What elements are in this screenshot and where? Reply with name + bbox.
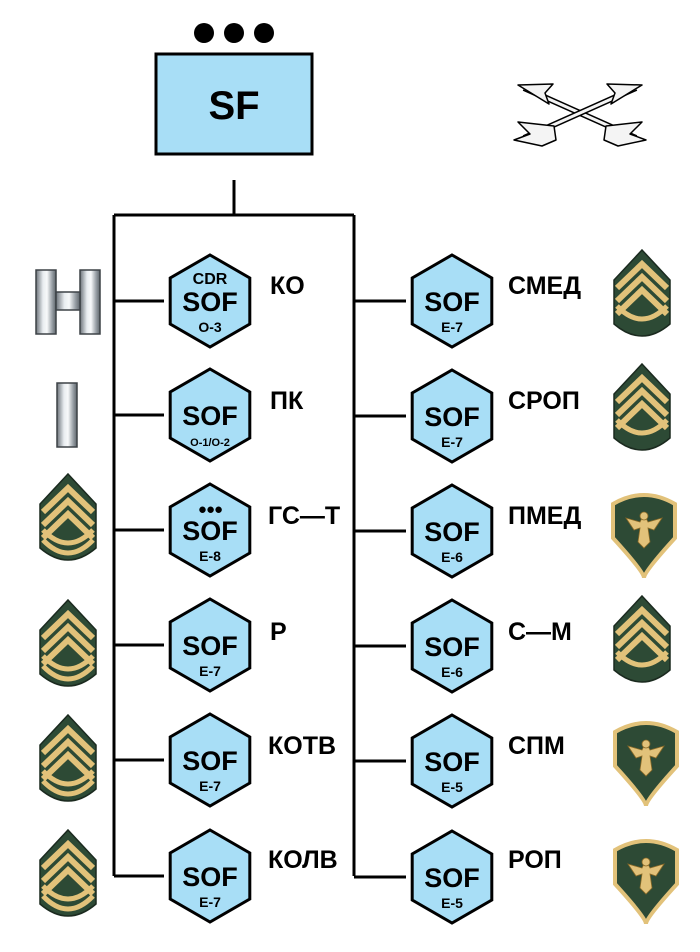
connector-lines xyxy=(112,180,406,879)
hex-code: SOF xyxy=(182,862,238,892)
sergeant-first-class-chevron-icon xyxy=(613,248,671,337)
sergeant-first-class-chevron-icon xyxy=(613,362,671,451)
hex-code: SOF xyxy=(424,402,480,432)
master-sergeant-chevron-icon xyxy=(39,472,97,561)
hex-grade: E-5 xyxy=(441,779,463,795)
sergeant-first-class-chevron-icon xyxy=(39,828,97,917)
right-role-4: СПМ xyxy=(508,732,565,760)
hq-dot xyxy=(194,23,214,43)
right-hex-5: SOF E-5 xyxy=(410,829,494,925)
lieutenant-bar-icon xyxy=(56,382,78,448)
left-insignia xyxy=(35,269,101,917)
hex-grade: E-6 xyxy=(441,549,463,565)
captain-bars-icon xyxy=(35,269,101,335)
left-role-5: КОЛВ xyxy=(268,846,338,874)
hex-grade: O-3 xyxy=(198,319,222,335)
left-role-1: ПК xyxy=(270,387,304,415)
hq-dot xyxy=(254,23,274,43)
hq-dot xyxy=(224,23,244,43)
left-hex-2: ●●● SOF E-8 xyxy=(168,482,252,578)
crossed-arrows-icon xyxy=(513,83,647,147)
right-hex-0: SOF E-7 xyxy=(410,253,494,349)
left-column: CDR SOF O-3 SOF O-1/O-2 ●●● SOF E-8 SOF … xyxy=(168,253,340,924)
hex-code: SOF xyxy=(424,287,480,317)
headquarters: SF xyxy=(154,23,314,156)
left-role-0: КО xyxy=(270,272,305,300)
left-role-4: КОТВ xyxy=(268,732,336,760)
left-hex-3: SOF E-7 xyxy=(168,597,252,693)
right-role-1: СРОП xyxy=(508,387,580,415)
sergeant-first-class-chevron-icon xyxy=(39,713,97,802)
right-hex-1: SOF E-7 xyxy=(410,368,494,464)
sergeant-first-class-chevron-icon xyxy=(39,598,97,687)
right-column: SOF E-7 SOF E-7 SOF E-6 SOF E-6 SOF E-5 … xyxy=(410,253,581,925)
right-role-2: ПМЕД xyxy=(508,502,581,530)
hex-code: SOF xyxy=(182,516,238,546)
hex-grade: E-7 xyxy=(199,894,221,910)
hex-code: SOF xyxy=(182,401,238,431)
specialist-eagle-icon xyxy=(611,493,677,579)
hex-grade: E-5 xyxy=(441,895,463,911)
hex-code: SOF xyxy=(424,747,480,777)
hq-size-dots xyxy=(194,23,274,43)
right-hex-2: SOF E-6 xyxy=(410,483,494,579)
right-role-0: СМЕД xyxy=(508,272,581,300)
specialist-eagle-icon xyxy=(613,839,679,925)
right-hex-3: SOF E-6 xyxy=(410,598,494,694)
left-hex-0: CDR SOF O-3 xyxy=(168,253,252,349)
left-hex-5: SOF E-7 xyxy=(168,828,252,924)
hex-grade: E-7 xyxy=(441,434,463,450)
hex-code: SOF xyxy=(424,632,480,662)
specialist-eagle-icon xyxy=(613,721,679,807)
hex-grade: E-6 xyxy=(441,664,463,680)
right-role-3: С—М xyxy=(508,618,572,646)
hex-grade: E-7 xyxy=(199,778,221,794)
hq-label: SF xyxy=(208,84,259,128)
hex-top-label: CDR xyxy=(193,271,228,288)
right-hex-4: SOF E-5 xyxy=(410,713,494,809)
left-role-3: Р xyxy=(270,618,287,646)
staff-sergeant-chevron-icon xyxy=(613,594,671,683)
hex-code: SOF xyxy=(424,863,480,893)
right-role-5: РОП xyxy=(508,846,562,874)
hex-grade: E-7 xyxy=(441,319,463,335)
hex-top-dots: ●●● xyxy=(198,501,222,518)
hq-box xyxy=(154,52,314,156)
hex-code: SOF xyxy=(182,287,238,317)
hex-grade: E-8 xyxy=(199,548,221,564)
right-insignia xyxy=(611,248,679,925)
hex-code: SOF xyxy=(424,517,480,547)
hex-grade: O-1/O-2 xyxy=(190,437,230,449)
left-role-2: ГС—Т xyxy=(268,502,340,530)
left-hex-1: SOF O-1/O-2 xyxy=(168,367,252,463)
hex-code: SOF xyxy=(182,631,238,661)
left-hex-4: SOF E-7 xyxy=(168,712,252,808)
hex-code: SOF xyxy=(182,746,238,776)
hex-grade: E-7 xyxy=(199,663,221,679)
